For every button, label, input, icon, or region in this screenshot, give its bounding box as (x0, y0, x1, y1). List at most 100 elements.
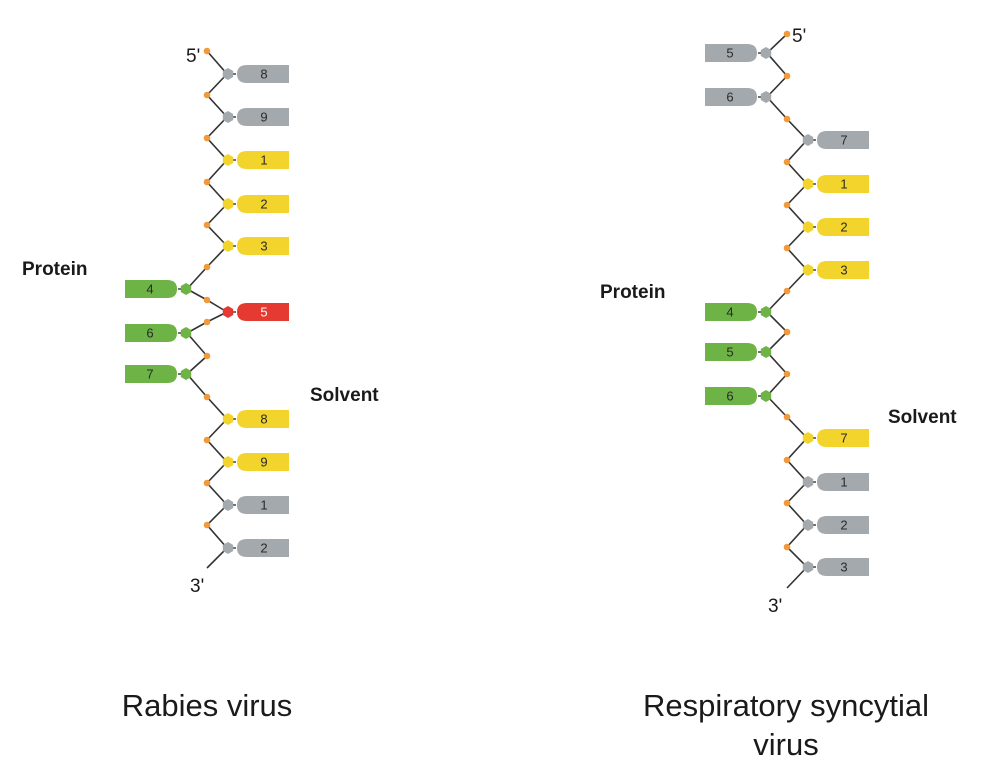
rsv-five-prime-phosphate (783, 30, 791, 38)
rabies-phosphate (203, 479, 211, 487)
rsv-sugar (760, 306, 772, 318)
rabies-five-prime-label: 5' (186, 46, 200, 67)
rabies-sugar (222, 413, 234, 425)
rabies-phosphate (203, 436, 211, 444)
rabies-base-number: 3 (260, 239, 267, 254)
rsv-phosphate (783, 499, 791, 507)
rabies-nucleotide: 7 (125, 365, 192, 383)
rsv-base-number: 1 (840, 177, 847, 192)
rsv-nucleotide: 4 (705, 303, 772, 321)
rabies-base-number: 1 (260, 498, 267, 513)
rabies-base-tag (237, 303, 289, 321)
rabies-base-tag (237, 453, 289, 471)
rsv-protein-label: Protein (600, 282, 665, 303)
rabies-nucleotide: 9 (222, 108, 289, 126)
rsv-base-tag (817, 429, 869, 447)
rsv-base-tag (817, 516, 869, 534)
rsv-base-number: 6 (726, 90, 733, 105)
rsv-base-tag (817, 558, 869, 576)
rsv-nucleotide: 2 (802, 218, 869, 236)
rabies-base-tag (125, 324, 177, 342)
rsv-sugar (802, 264, 814, 276)
rabies-sugar (222, 111, 234, 123)
rsv-base-tag (705, 343, 757, 361)
rsv-phosphate (783, 287, 791, 295)
rsv-phosphate (783, 328, 791, 336)
rsv-phosphate (783, 543, 791, 551)
rabies-base-number: 2 (260, 197, 267, 212)
rabies-base-number: 1 (260, 153, 267, 168)
rabies-nucleotide: 3 (222, 237, 289, 255)
rabies-sugar (222, 68, 234, 80)
rsv-base-tag (705, 44, 757, 62)
rsv-base-tag (817, 175, 869, 193)
rsv-nucleotide: 7 (802, 131, 869, 149)
rsv-base-number: 4 (726, 305, 733, 320)
rabies-base-number: 8 (260, 67, 267, 82)
rabies-base-tag (237, 237, 289, 255)
rabies-base-tag (237, 65, 289, 83)
rsv-sugar (802, 519, 814, 531)
rsv-sugar (802, 221, 814, 233)
rsv-base-number: 5 (726, 46, 733, 61)
rabies-base-number: 9 (260, 110, 267, 125)
rabies-nucleotide: 4 (125, 280, 192, 298)
rsv-nucleotide: 6 (705, 88, 772, 106)
rabies-sugar (222, 499, 234, 511)
rsv-nucleotide: 1 (802, 473, 869, 491)
rabies-base-number: 7 (146, 367, 153, 382)
rabies-phosphate (203, 296, 211, 304)
rabies-phosphate (203, 134, 211, 142)
rabies-base-number: 8 (260, 412, 267, 427)
rabies-phosphate (203, 318, 211, 326)
rabies-protein-label: Protein (22, 259, 87, 280)
rsv-phosphate (783, 115, 791, 123)
rabies-sugar (222, 542, 234, 554)
rabies-base-number: 5 (260, 305, 267, 320)
rabies-phosphate (203, 521, 211, 529)
rabies-title: Rabies virus (122, 688, 293, 723)
rsv-base-number: 3 (840, 560, 847, 575)
rabies-sugar (180, 327, 192, 339)
rsv-base-tag (817, 218, 869, 236)
rsv-base-number: 6 (726, 389, 733, 404)
rabies-five-prime-phosphate (203, 47, 211, 55)
rsv-three-prime-label: 3' (768, 596, 782, 617)
rabies-nucleotide: 1 (222, 151, 289, 169)
rabies-sugar (222, 306, 234, 318)
rabies-base-number: 4 (146, 282, 153, 297)
rsv-phosphate (783, 370, 791, 378)
rsv-title-line-1: Respiratory syncytial (643, 688, 929, 723)
rabies-base-number: 6 (146, 326, 153, 341)
rsv-sugar (760, 47, 772, 59)
rsv-base-tag (705, 303, 757, 321)
rabies-sugar (180, 283, 192, 295)
rsv-sugar (802, 134, 814, 146)
rabies-three-prime-label: 3' (190, 576, 204, 597)
rabies-base-tag (125, 365, 177, 383)
rsv-base-tag (705, 387, 757, 405)
rsv-nucleotide: 6 (705, 387, 772, 405)
rabies-nucleotide: 5 (222, 303, 289, 321)
rsv-five-prime-label: 5' (792, 26, 806, 47)
rabies-sugar (222, 154, 234, 166)
rsv-sugar (802, 561, 814, 573)
rsv-base-tag (817, 473, 869, 491)
rsv-sugar (760, 346, 772, 358)
rsv-nucleotide: 2 (802, 516, 869, 534)
rsv-sugar (802, 432, 814, 444)
rabies-base-tag (237, 496, 289, 514)
rabies-sugar (222, 240, 234, 252)
rsv-base-number: 2 (840, 220, 847, 235)
rsv-base-tag (817, 261, 869, 279)
rsv-nucleotide: 7 (802, 429, 869, 447)
rabies-phosphate (203, 352, 211, 360)
rabies-solvent-label: Solvent (310, 385, 379, 406)
rabies-sugar (222, 456, 234, 468)
rsv-phosphate (783, 158, 791, 166)
rabies-phosphate (203, 221, 211, 229)
